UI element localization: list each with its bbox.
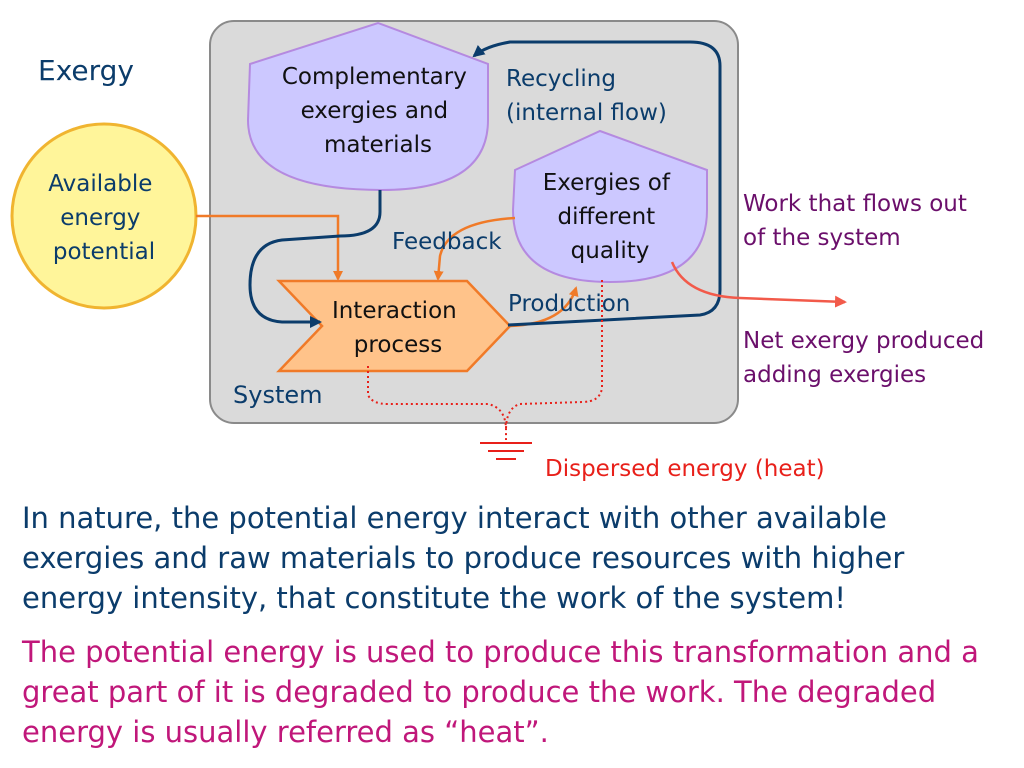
slide-title: Exergy [38, 54, 134, 87]
exergies-quality-label: Exergies of different quality [543, 170, 678, 264]
materials-input-arrow [248, 190, 382, 328]
energy-input-arrow [196, 214, 343, 281]
work-out-label: Work that flows out of the system [743, 191, 974, 251]
interaction-process-label: Interaction process [332, 298, 464, 358]
complementary-exergies-shape [246, 21, 489, 192]
ground-icon [480, 442, 532, 460]
system-label: System [233, 381, 323, 409]
explanation-paragraph-1: In nature, the potential energy interact… [22, 501, 905, 615]
available-energy-label: Available energy potential [48, 171, 159, 265]
complementary-exergies-label: Complementary exergies and materials [282, 64, 474, 158]
recycling-label: Recycling (internal flow) [506, 66, 667, 126]
exergies-quality-shape [511, 129, 708, 284]
production-label: Production [508, 291, 630, 317]
recycling-arrow [472, 40, 722, 327]
interaction-process-shape [276, 279, 512, 373]
work-out-arrow [670, 261, 847, 308]
heat-dissipation-line-right [505, 280, 603, 431]
dispersed-energy-label: Dispersed energy (heat) [545, 456, 825, 482]
feedback-arrow [433, 216, 516, 281]
exergy-diagram: Exergy System Complementary exergies and… [10, 20, 992, 482]
explanation-paragraph-2: The potential energy is used to produce … [22, 635, 979, 749]
feedback-label: Feedback [392, 229, 502, 255]
net-exergy-label: Net exergy produced adding exergies [743, 328, 992, 388]
